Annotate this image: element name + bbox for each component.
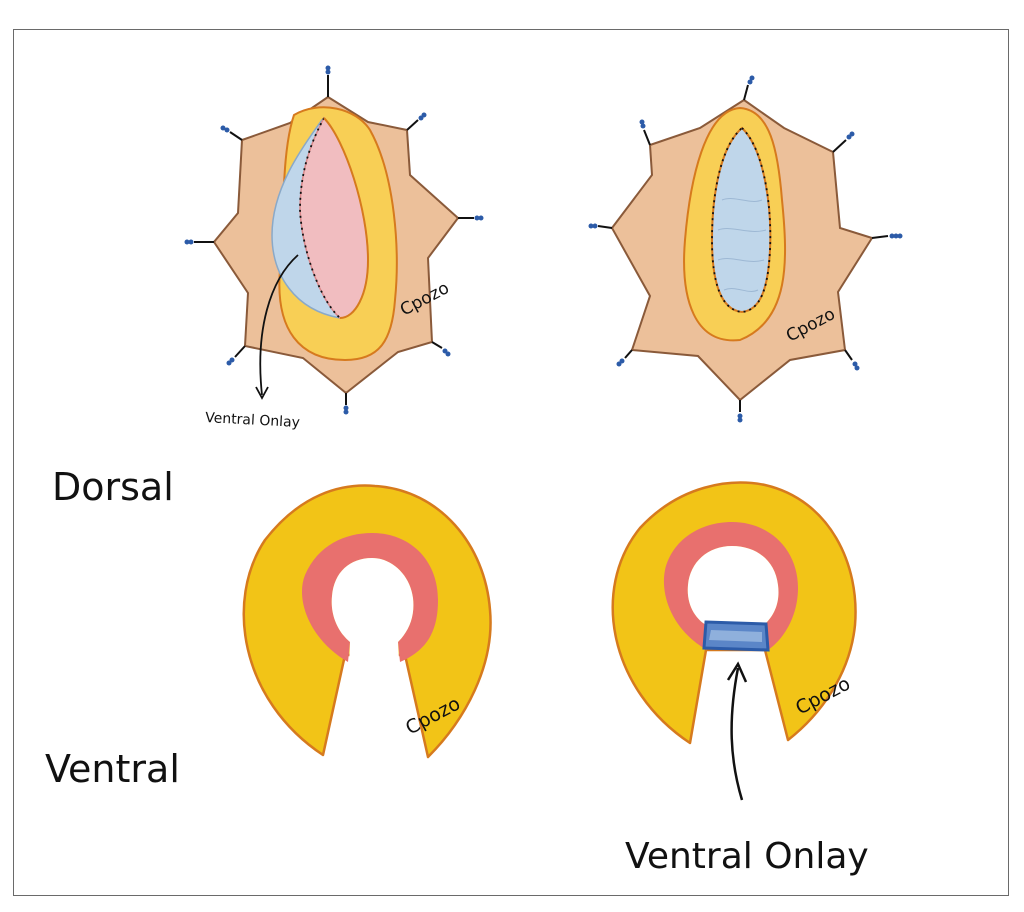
label-ventral-onlay-large: Ventral Onlay xyxy=(625,836,869,877)
suture-tails-right xyxy=(588,75,903,423)
mucosa-ring-right xyxy=(663,522,798,650)
onlay-arrowhead-right xyxy=(726,661,748,683)
stay-sutures-left xyxy=(194,75,474,405)
dorsal-view-right: Cpozo xyxy=(588,75,903,423)
graft-suture-line-left-2 xyxy=(323,117,370,319)
ventral-section-right: Cpozo xyxy=(611,481,857,801)
ventral-onlay-graft-inner xyxy=(709,630,762,642)
onlay-graft-right xyxy=(710,126,772,314)
stay-sutures-right xyxy=(597,84,889,412)
suture-tails-left xyxy=(184,65,484,415)
dorsal-view-left: Cpozo xyxy=(184,65,484,415)
label-ventral: Ventral xyxy=(45,747,180,791)
graft-texture-right xyxy=(717,198,767,292)
onlay-arrowhead-left xyxy=(255,386,269,400)
label-dorsal: Dorsal xyxy=(52,465,174,509)
ventral-section-left: Cpozo xyxy=(242,484,492,760)
figure-frame xyxy=(13,29,1009,896)
graft-suture-line-left xyxy=(299,117,341,319)
onlay-arrow-left xyxy=(259,254,299,396)
label-ventral-onlay-small: Ventral Onlay xyxy=(205,410,301,431)
urethral-lumen-left xyxy=(331,558,414,760)
urethral-lumen-right xyxy=(687,546,779,626)
onlay-arrow-right xyxy=(730,667,744,801)
mucosa-ring-left xyxy=(301,533,438,662)
